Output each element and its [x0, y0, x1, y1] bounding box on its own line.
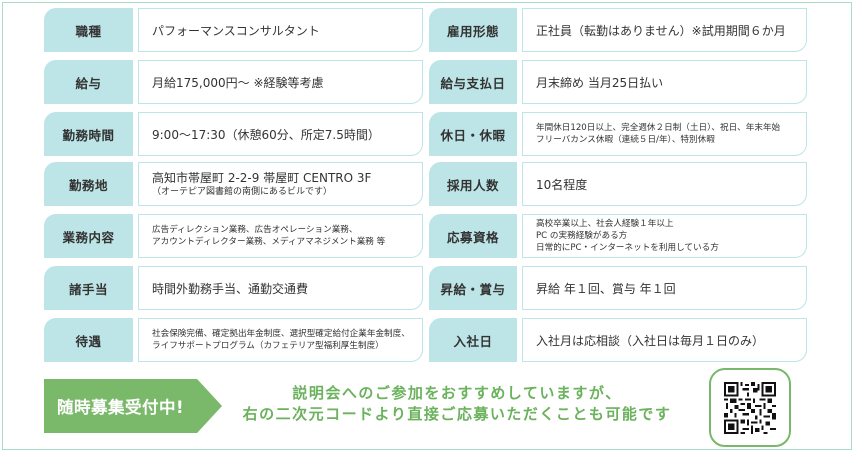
value-qualifications: 高校卒業以上、社会人経験１年以上 PC の実務経験がある方 日常的にPC・インタ…: [522, 214, 807, 258]
label-headcount: 採用人数: [429, 162, 517, 206]
label-job-duties: 業務内容: [44, 214, 133, 258]
label-benefits: 待遇: [44, 318, 133, 362]
label-working-hours: 勤務時間: [44, 112, 133, 156]
value-employment-type: 正社員（転勤はありません）※試用期間６か月: [522, 8, 807, 52]
message-line-2: 右の二次元コードより直接ご応募いただくことも可能です: [242, 405, 672, 423]
qr-code-icon: [724, 381, 776, 434]
value-headcount: 10名程度: [522, 162, 807, 206]
label-work-location: 勤務地: [44, 162, 133, 206]
recruiting-banner: 随時募集受付中!: [44, 379, 222, 433]
label-raise-bonus: 昇給・賞与: [429, 266, 517, 310]
value-line: フリーバカンス休暇（連続５日/年）、特別休暇: [536, 135, 715, 145]
label-payday: 給与支払日: [429, 60, 517, 104]
value-benefits: 社会保険完備、確定拠出年金制度、選択型確定給付企業年金制度、 ライフサポートプロ…: [138, 318, 423, 362]
value-line: 9:00〜17:30（休憩60分、所定7.5時間）: [152, 127, 380, 142]
value-job-type: パフォーマンスコンサルタント: [138, 8, 423, 52]
value-line: （オーテピア図書館の南側にあるビルです）: [152, 186, 333, 197]
value-line: 昇給 年１回、賞与 年１回: [536, 281, 676, 296]
value-line: 高校卒業以上、社会人経験１年以上: [536, 219, 674, 229]
value-line: ライフサポートプログラム（カフェテリア型福利厚生制度）: [152, 341, 384, 351]
label-job-type: 職種: [44, 8, 133, 52]
value-line: 月末締め 当月25日払い: [536, 75, 664, 90]
value-line: 広告ディレクション業務、広告オペレーション業務、: [152, 225, 358, 235]
value-salary: 月給175,000円〜 ※経験等考慮: [138, 60, 423, 104]
label-holidays: 休日・休暇: [429, 112, 517, 156]
label-employment-type: 雇用形態: [429, 8, 517, 52]
message-line-1: 説明会へのご参加をおすすめしていますが、: [292, 384, 622, 402]
value-line: パフォーマンスコンサルタント: [152, 23, 320, 38]
value-line: 年間休日120日以上、完全週休２日制（土日）、祝日、年末年始: [536, 123, 781, 133]
value-line: PC の実務経験がある方: [536, 231, 628, 241]
label-qualifications: 応募資格: [429, 214, 517, 258]
label-salary: 給与: [44, 60, 133, 104]
application-message: 説明会へのご参加をおすすめしていますが、 右の二次元コードより直接ご応募いただく…: [222, 383, 692, 425]
value-line: 入社月は応相談（入社日は毎月１日のみ）: [536, 333, 765, 348]
value-job-duties: 広告ディレクション業務、広告オペレーション業務、 アカウントディレクター業務、メ…: [138, 214, 423, 258]
value-line: アカウントディレクター業務、メディアマネジメント業務 等: [152, 237, 386, 247]
value-line: 時間外勤務手当、通勤交通費: [152, 281, 309, 296]
value-line: 月給175,000円〜 ※経験等考慮: [152, 75, 324, 90]
label-allowances: 諸手当: [44, 266, 133, 310]
value-holidays: 年間休日120日以上、完全週休２日制（土日）、祝日、年末年始 フリーバカンス休暇…: [522, 112, 807, 156]
value-line: 日常的にPC・インターネットを利用している方: [536, 243, 719, 253]
label-start-date: 入社日: [429, 318, 517, 362]
value-start-date: 入社月は応相談（入社日は毎月１日のみ）: [522, 318, 807, 362]
value-allowances: 時間外勤務手当、通勤交通費: [138, 266, 423, 310]
value-work-location: 高知市帯屋町 2-2-9 帯屋町 CENTRO 3F （オーテピア図書館の南側に…: [138, 162, 423, 206]
value-line: 社会保険完備、確定拠出年金制度、選択型確定給付企業年金制度、: [152, 329, 410, 339]
value-working-hours: 9:00〜17:30（休憩60分、所定7.5時間）: [138, 112, 423, 156]
value-line: 正社員（転勤はありません）※試用期間６か月: [536, 23, 786, 38]
value-line: 高知市帯屋町 2-2-9 帯屋町 CENTRO 3F: [152, 170, 372, 185]
value-line: 10名程度: [536, 177, 588, 192]
value-payday: 月末締め 当月25日払い: [522, 60, 807, 104]
value-raise-bonus: 昇給 年１回、賞与 年１回: [522, 266, 807, 310]
qr-code-box[interactable]: [709, 368, 791, 447]
